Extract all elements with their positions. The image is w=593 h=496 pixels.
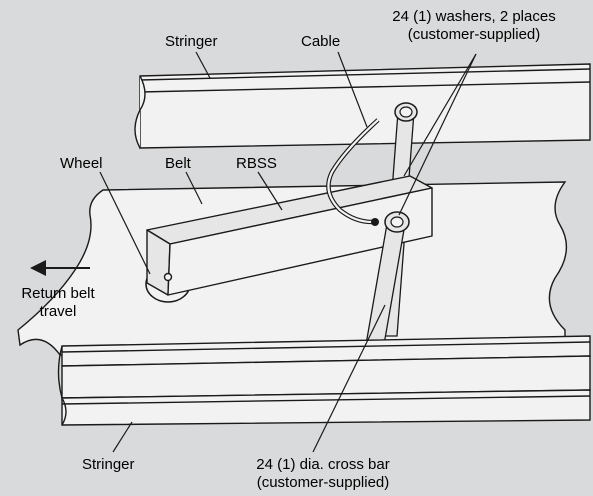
label-stringer-top: Stringer — [165, 33, 218, 50]
label-cable: Cable — [301, 33, 341, 50]
cable — [326, 118, 380, 226]
label-return-belt: Return belt — [21, 285, 95, 302]
label-washers-line1: 24 (1) washers, 2 places — [392, 8, 556, 25]
cross-bar-front — [363, 211, 410, 357]
leader-lines — [99, 51, 477, 453]
label-washers-line2: (customer-supplied) — [407, 26, 541, 43]
return-travel-arrow — [30, 260, 90, 276]
label-travel: travel — [39, 303, 77, 320]
rbss-box — [146, 175, 433, 296]
label-stringer-bottom: Stringer — [82, 456, 135, 473]
label-crossbar-line2: (customer-supplied) — [256, 474, 390, 491]
bottom-stringer — [57, 335, 591, 426]
label-rbss: RBSS — [236, 155, 277, 172]
label-wheel: Wheel — [60, 155, 103, 172]
label-crossbar-line1: 24 (1) dia. cross bar — [256, 456, 390, 473]
top-stringer — [134, 63, 591, 149]
label-belt: Belt — [165, 155, 191, 172]
